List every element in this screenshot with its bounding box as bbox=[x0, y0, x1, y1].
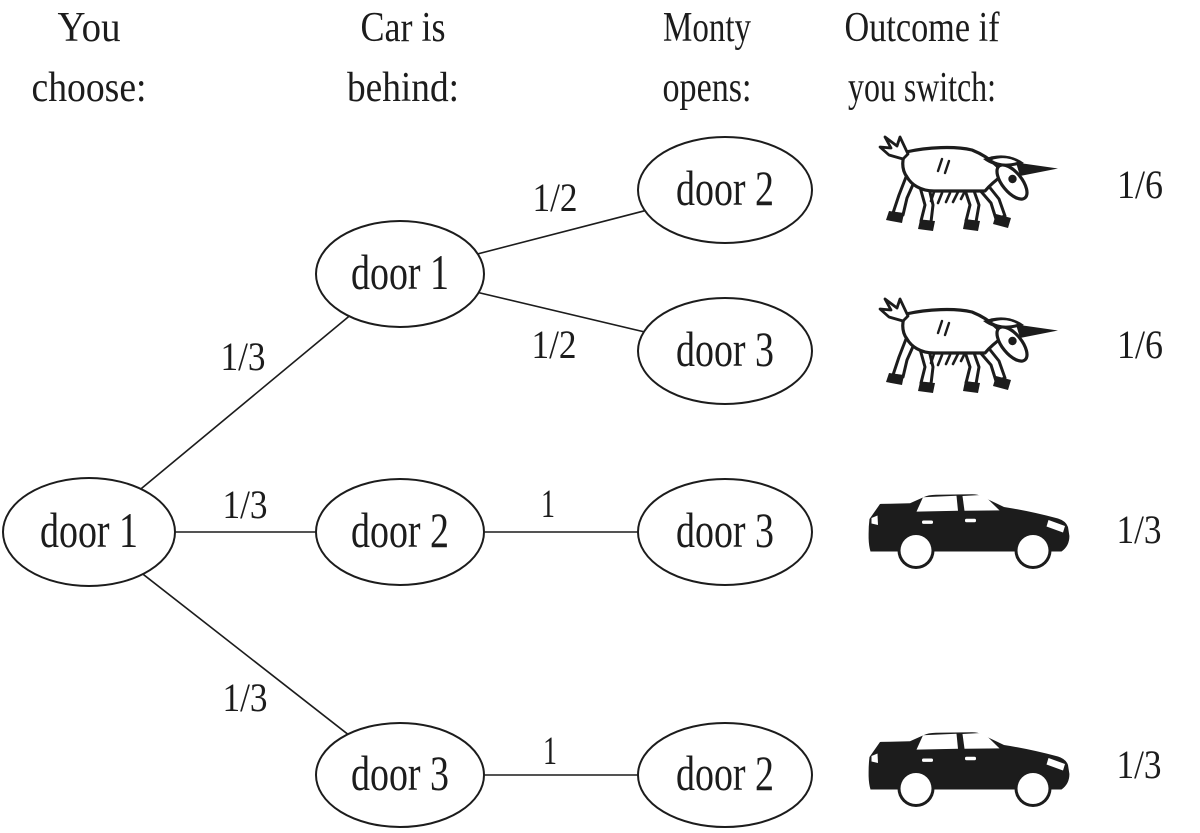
outcome-probability: 1/6 bbox=[1117, 322, 1163, 367]
outcome-probability: 1/6 bbox=[1117, 162, 1163, 207]
goat-ear-inner bbox=[992, 158, 1017, 164]
car-front-window bbox=[962, 495, 1000, 511]
node-monty-door-3: door 3 bbox=[637, 297, 813, 405]
column-header-outcome-line1: Outcome if bbox=[845, 5, 1000, 51]
car-taillight bbox=[871, 753, 878, 763]
goat-icon bbox=[878, 297, 1058, 393]
car-rear-wheel bbox=[900, 535, 932, 566]
outcome-probability: 1/3 bbox=[1117, 507, 1162, 552]
node-ellipse-car-door-1 bbox=[315, 220, 485, 328]
car-icon bbox=[868, 732, 1070, 807]
car-headlight bbox=[1046, 520, 1065, 533]
column-header-outcome-line2: you switch: bbox=[848, 65, 996, 111]
goat-hoof bbox=[886, 211, 904, 223]
goat-horn bbox=[1016, 162, 1058, 176]
node-monty-door-2: door 2 bbox=[637, 136, 813, 244]
column-header-you-choose-line1: You bbox=[58, 5, 121, 51]
goat-tail bbox=[878, 135, 910, 161]
node-label-monty-door-2b: door 2 bbox=[676, 745, 774, 801]
car-door-handle bbox=[965, 756, 976, 761]
node-label-monty-door-2: door 2 bbox=[676, 160, 774, 216]
car-door-handle bbox=[922, 758, 933, 762]
node-monty-door-2b: door 2 bbox=[637, 722, 813, 828]
outcomes: 1/6 1/6 1/3 1/3 bbox=[868, 135, 1163, 807]
car-front-window bbox=[962, 733, 1000, 749]
goat-belly-shading bbox=[929, 352, 936, 365]
goat-belly-shading bbox=[959, 351, 967, 363]
node-label-monty-door-3: door 3 bbox=[676, 321, 774, 377]
goat-hoof bbox=[886, 373, 904, 385]
node-car-door-1: door 1 bbox=[315, 220, 485, 328]
node-label-car-door-2: door 2 bbox=[351, 502, 449, 558]
node-ellipse-car-door-2 bbox=[315, 478, 485, 586]
edge-probability-label: 1/3 bbox=[221, 334, 266, 379]
node-choose-door-1: door 1 bbox=[2, 477, 176, 587]
node-ellipse-monty-door-3b bbox=[637, 478, 813, 586]
goat-belly-shading bbox=[936, 353, 944, 367]
goat-hoof bbox=[993, 214, 1011, 228]
car-taillight bbox=[871, 515, 878, 525]
node-ellipse-monty-door-2b bbox=[637, 722, 813, 828]
column-header-car-behind-line2: behind: bbox=[347, 65, 459, 111]
car-front-wheel bbox=[1017, 535, 1049, 566]
goat-eye bbox=[1008, 336, 1017, 346]
goat-hatch bbox=[936, 157, 944, 173]
node-label-choose-door-1: door 1 bbox=[40, 502, 138, 558]
edge-probability-label: 1 bbox=[541, 481, 555, 526]
tree-nodes: door 1 door 1 door 2 door 3 door 2 door 3 door… bbox=[2, 136, 813, 828]
column-header-you-choose-line2: choose: bbox=[32, 65, 147, 111]
node-ellipse-choose-door-1 bbox=[2, 477, 176, 587]
goat-hoof bbox=[993, 376, 1011, 390]
goat-belly-shading bbox=[936, 191, 944, 205]
node-label-monty-door-3b: door 3 bbox=[676, 502, 774, 558]
car-door-handle bbox=[922, 520, 933, 524]
edge-probability-label: 1/3 bbox=[223, 482, 268, 527]
goat-hoof bbox=[918, 382, 935, 393]
goat-tail bbox=[878, 297, 910, 323]
column-header-car-behind-line1: Car is bbox=[361, 5, 446, 51]
car-rear-window bbox=[916, 495, 958, 512]
car-rear-wheel bbox=[900, 773, 932, 804]
goat-horn bbox=[1016, 324, 1058, 338]
goat-belly-shading bbox=[951, 352, 960, 366]
goat-hatch bbox=[936, 319, 944, 335]
car-front-wheel bbox=[1017, 773, 1049, 804]
edge-probability-label: 1 bbox=[543, 728, 557, 773]
outcome-probability: 1/3 bbox=[1117, 742, 1162, 787]
goat-belly-shading bbox=[929, 190, 936, 203]
goat-hatch bbox=[943, 321, 951, 337]
edge-probability-label: 1/3 bbox=[223, 675, 268, 720]
goat-hoof bbox=[918, 220, 935, 231]
goat-ear-inner bbox=[992, 320, 1017, 326]
goat-eye bbox=[1008, 174, 1017, 184]
node-ellipse-monty-door-3 bbox=[637, 297, 813, 405]
node-label-car-door-3: door 3 bbox=[351, 745, 449, 801]
node-ellipse-monty-door-2 bbox=[637, 136, 813, 244]
edge-probability-label: 1/2 bbox=[532, 322, 577, 367]
goat-hatch bbox=[943, 159, 951, 175]
goat-hoof bbox=[963, 381, 980, 393]
car-rear-window bbox=[916, 733, 958, 750]
edge-probability-label: 1/2 bbox=[533, 175, 578, 220]
car-headlight bbox=[1046, 758, 1065, 771]
car-door-handle bbox=[965, 518, 976, 523]
goat-body bbox=[901, 307, 1005, 355]
car-icon bbox=[868, 494, 1070, 569]
node-car-door-2: door 2 bbox=[315, 478, 485, 586]
goat-belly-shading bbox=[944, 191, 952, 204]
column-header-monty-opens-line1: Monty bbox=[663, 5, 751, 51]
goat-belly-shading bbox=[959, 189, 967, 201]
goat-belly-shading bbox=[951, 190, 960, 204]
column-headers: You choose: Car is behind: Monty opens: Outcom… bbox=[32, 5, 1000, 111]
node-label-car-door-1: door 1 bbox=[351, 244, 449, 300]
column-header-monty-opens-line2: opens: bbox=[663, 65, 752, 111]
goat-body bbox=[901, 145, 1005, 193]
node-ellipse-car-door-3 bbox=[315, 722, 485, 828]
goat-icon bbox=[878, 135, 1058, 231]
node-monty-door-3b: door 3 bbox=[637, 478, 813, 586]
node-car-door-3: door 3 bbox=[315, 722, 485, 828]
goat-belly-shading bbox=[944, 353, 952, 366]
goat-hoof bbox=[963, 219, 980, 231]
